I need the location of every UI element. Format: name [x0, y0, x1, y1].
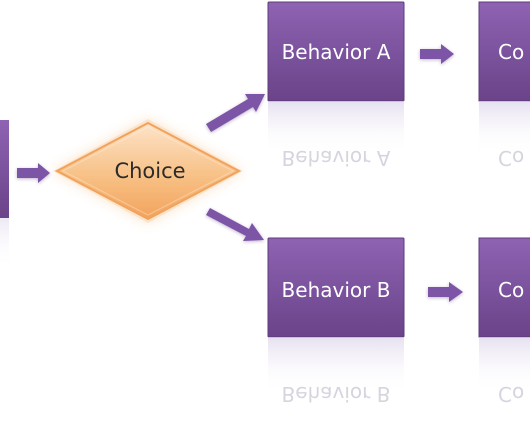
consequence-a-label: Co	[498, 40, 524, 64]
consequence-a-reflection-label: Co	[498, 146, 524, 170]
consequence-a-node: Co Co	[478, 1, 530, 170]
behavior-a-label: Behavior A	[282, 40, 391, 64]
consequence-b-label: Co	[498, 278, 524, 302]
arrow-to-behavior-a	[206, 94, 265, 132]
behavior-b-reflection-label: Behavior B	[282, 382, 391, 406]
arrow-to-behavior-b	[206, 208, 264, 241]
arrow-behavior-b-to-consequence	[428, 282, 463, 302]
choice-node: Choice	[53, 119, 243, 223]
arrow-behavior-a-to-consequence	[420, 44, 454, 64]
arrow-to-choice	[17, 163, 50, 183]
left-partial-node	[0, 120, 9, 270]
consequence-b-reflection-label: Co	[498, 382, 524, 406]
behavior-b-label: Behavior B	[282, 278, 391, 302]
behavior-b-node: Behavior B Behavior B	[267, 237, 405, 406]
consequence-b-node: Co Co	[478, 237, 530, 406]
behavior-a-reflection-label: Behavior A	[282, 146, 391, 170]
choice-label: Choice	[114, 159, 185, 183]
behavior-a-node: Behavior A Behavior A	[267, 1, 405, 170]
